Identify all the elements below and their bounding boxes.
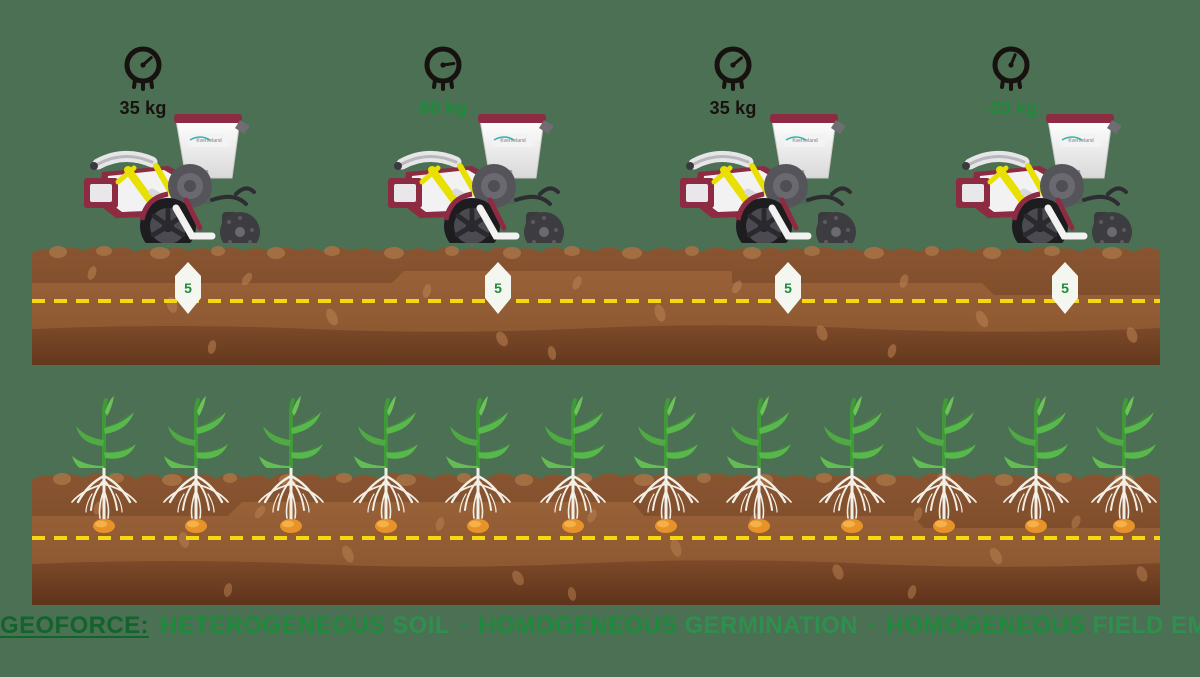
corn-seedling: [1004, 396, 1068, 502]
soil-cross-section-top: [32, 243, 1160, 365]
svg-text:Kverneland: Kverneland: [196, 138, 222, 144]
caption-separator: ·: [452, 612, 476, 639]
gauge-3: 35 kg: [668, 44, 798, 119]
caption-segment-plain-3: FIELD EMERGENCE: [1092, 612, 1200, 639]
depth-marker-3: 5: [775, 262, 801, 314]
planter-graphic: Kverneland: [956, 114, 1132, 254]
gauge-2: 60 kg: [378, 44, 508, 119]
planter-unit-1: Kverneland: [72, 108, 292, 263]
gauge-value-label: 35 kg: [709, 98, 757, 118]
soil-cross-section-bottom: [32, 468, 1160, 605]
gauge-icon: [424, 46, 462, 91]
seed-depth-badge: 5: [485, 262, 511, 314]
svg-text:Kverneland: Kverneland: [1068, 138, 1094, 144]
svg-text:5: 5: [1061, 280, 1069, 296]
planter-unit-2: Kverneland: [376, 108, 596, 263]
planter-row: Kverneland Kverneland Kverneland Kverneland: [0, 108, 1200, 263]
caption-segment-plain-1: SOIL: [392, 612, 450, 639]
seed-depth-badge: 5: [775, 262, 801, 314]
svg-text:Kverneland: Kverneland: [500, 138, 526, 144]
caption-banner: GEOFORCE: HETEROGENEOUS SOIL · HOMOGENEO…: [0, 612, 1200, 640]
depth-marker-1: 5: [175, 262, 201, 314]
planter-graphic: Kverneland: [680, 114, 856, 254]
seed-depth-badge: 5: [1052, 262, 1078, 314]
planter-unit-4: Kverneland: [944, 108, 1164, 263]
svg-text:5: 5: [784, 280, 792, 296]
svg-text:5: 5: [184, 280, 192, 296]
gauge-value-label: 60 kg: [419, 98, 467, 118]
caption-segment-strong-1: HETEROGENEOUS: [152, 612, 393, 639]
seed-depth-badge: 5: [175, 262, 201, 314]
caption-segment-plain-2: GERMINATION: [684, 612, 858, 639]
svg-text:Kverneland: Kverneland: [792, 138, 818, 144]
gauge-value-label: -20 kg: [984, 98, 1038, 118]
caption-segment-strong-3: HOMOGENEOUS: [886, 612, 1093, 639]
gauge-4: -20 kg: [946, 44, 1076, 119]
gauge-icon: [992, 46, 1030, 91]
gauge-icon: [124, 46, 162, 91]
planter-unit-3: Kverneland: [668, 108, 888, 263]
svg-text:5: 5: [494, 280, 502, 296]
depth-marker-2: 5: [485, 262, 511, 314]
caption-lead: GEOFORCE:: [0, 612, 149, 639]
caption-segment-strong-2: HOMOGENEOUS: [478, 612, 685, 639]
caption-separator: ·: [860, 612, 884, 639]
planter-graphic: Kverneland: [388, 114, 564, 254]
gauge-icon: [714, 46, 752, 91]
depth-marker-4: 5: [1052, 262, 1078, 314]
gauge-value-label: 35 kg: [119, 98, 167, 118]
planter-graphic: Kverneland: [84, 114, 260, 254]
plant-11: [990, 394, 1082, 502]
gauge-1: 35 kg: [78, 44, 208, 119]
gauge-row: 35 kg 60 kg 35 kg -20 kg: [0, 0, 1200, 125]
